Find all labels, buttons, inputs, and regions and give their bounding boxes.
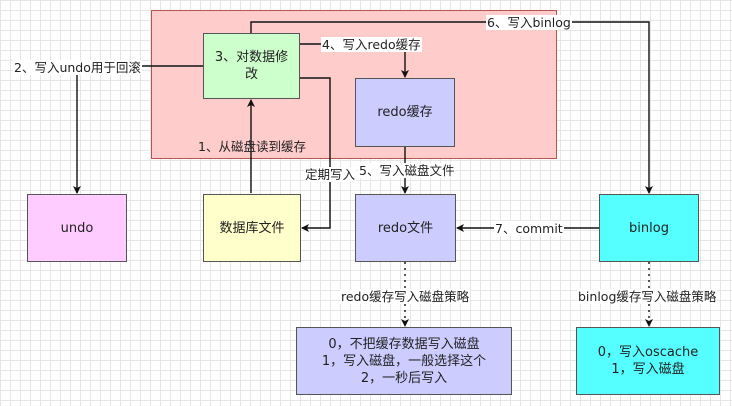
redo-cache-node: redo缓存: [355, 78, 455, 147]
modify-data-node: 3、对数据修 改: [203, 33, 300, 99]
edge-label-binlog-policy: binlog缓存写入磁盘策略: [577, 289, 718, 304]
edge-write-undo: [73, 65, 203, 194]
edge-write-binlog: [250, 21, 653, 194]
edge-label-step2: 2、写入undo用于回滚: [13, 60, 142, 75]
undo-node: undo: [27, 194, 127, 262]
edge-label-redo-policy: redo缓存写入磁盘策略: [340, 289, 471, 304]
edge-label-step5: 5、写入磁盘文件: [358, 163, 456, 178]
binlog-policy-node: 0，写入oscache 1，写入磁盘: [576, 327, 720, 395]
redo-file-node: redo文件: [355, 194, 456, 262]
edge-label-step7: 7、commit: [494, 221, 564, 236]
edge-label-step6: 6、写入binlog: [486, 15, 572, 30]
database-file-node: 数据库文件: [203, 194, 301, 262]
edge-label-step1: 1、从磁盘读到缓存: [198, 139, 306, 154]
redo-policy-node: 0，不把缓存数据写入磁盘 1，写入磁盘，一般选择这个 2，一秒后写入: [296, 327, 512, 395]
edge-label-periodic-write: 定期写入: [304, 167, 357, 182]
edge-periodic-write: [300, 77, 331, 232]
binlog-node: binlog: [599, 194, 699, 262]
edge-label-step4: 4、写入redo缓存: [321, 37, 422, 52]
